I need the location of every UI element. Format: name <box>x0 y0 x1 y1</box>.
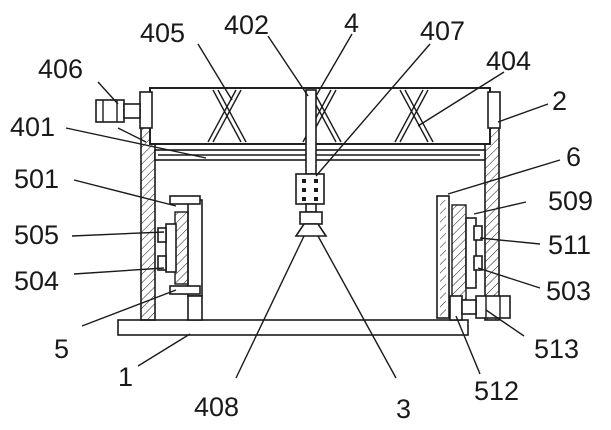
label-503: 503 <box>546 276 591 306</box>
label-511: 511 <box>548 230 591 260</box>
base-plate <box>118 320 468 335</box>
label-407: 407 <box>420 16 465 46</box>
label-405: 405 <box>140 18 185 48</box>
label-402: 402 <box>224 10 269 40</box>
label-509: 509 <box>548 186 593 216</box>
label-401: 401 <box>10 112 55 142</box>
nozzle-assembly <box>296 174 326 236</box>
label-512: 512 <box>474 376 519 406</box>
label-404: 404 <box>486 46 531 76</box>
left-clamp <box>158 196 202 320</box>
label-6: 6 <box>566 142 581 172</box>
label-408: 408 <box>194 392 239 422</box>
label-406: 406 <box>38 54 83 84</box>
label-3: 3 <box>396 394 411 424</box>
label-504: 504 <box>14 266 59 296</box>
label-513: 513 <box>534 334 579 364</box>
central-shaft <box>306 90 316 174</box>
label-505: 505 <box>14 220 59 250</box>
label-501: 501 <box>14 164 59 194</box>
label-4: 4 <box>344 8 359 38</box>
top-filter-box <box>140 88 500 144</box>
label-5: 5 <box>54 334 69 364</box>
motor-513 <box>462 296 510 318</box>
label-1: 1 <box>118 362 133 392</box>
label-2: 2 <box>552 86 567 116</box>
